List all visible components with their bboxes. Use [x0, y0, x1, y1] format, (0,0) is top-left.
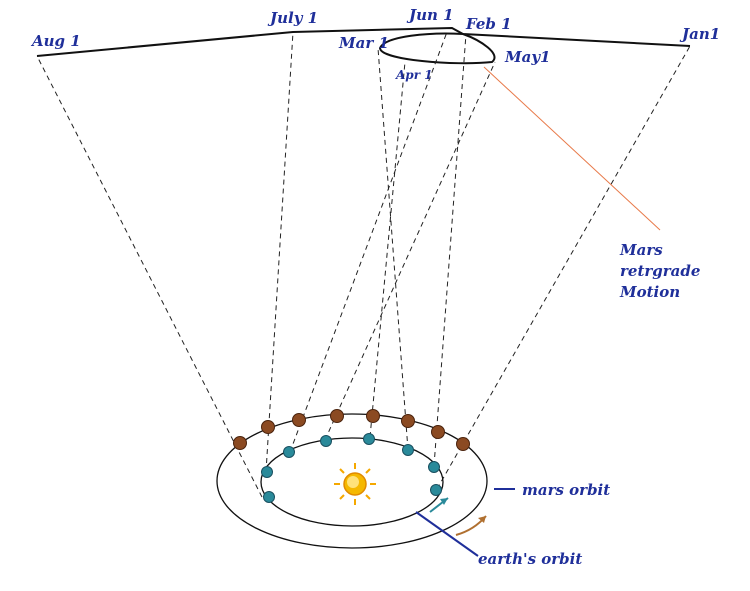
earth-planet-icon [320, 435, 332, 447]
annotation-line-2: retrgrade [620, 262, 700, 280]
mars-planet-icon [233, 436, 247, 450]
label-feb: Feb 1 [465, 15, 512, 33]
mars-direction-arrow [455, 515, 487, 536]
label-apr: Apr 1 [395, 68, 433, 82]
mars-orbit [216, 413, 488, 549]
label-jan: Jan1 [679, 25, 720, 43]
earth-orbit [260, 437, 444, 527]
annotation-line-1: Mars [619, 241, 663, 259]
sight-line-apr [369, 61, 406, 438]
label-mar: Mar 1 [338, 34, 389, 52]
earth-planet-icon [283, 446, 295, 458]
retrograde-loop [378, 32, 496, 65]
earth-planet-icon [261, 466, 273, 478]
sight-line-aug [36, 55, 263, 498]
earth-planet-icon [428, 461, 440, 473]
mars-planet-icon [431, 425, 445, 439]
label-may: May1 [504, 48, 550, 66]
mars-planet-icon [366, 409, 380, 423]
earth-direction-arrow [429, 497, 449, 513]
sky-path-line [36, 26, 691, 57]
earth-planet-icon [402, 444, 414, 456]
mars-planet-icon [330, 409, 344, 423]
sight-lines [36, 31, 691, 498]
earth-planet-icon [430, 484, 442, 496]
sight-line-may [324, 61, 496, 441]
mars-orbit-label: mars orbit [522, 481, 610, 499]
mars-planet-icon [456, 437, 470, 451]
mars-positions [233, 409, 470, 451]
earth-planet-icon [263, 491, 275, 503]
earth-planet-icon [363, 433, 375, 445]
label-aug: Aug 1 [30, 32, 81, 50]
annotation-line-3: Motion [619, 283, 680, 301]
sight-line-jan [436, 45, 691, 490]
mars-planet-icon [261, 420, 275, 434]
sight-line-july [265, 31, 294, 473]
sun-icon [334, 463, 376, 505]
earth-positions [261, 433, 442, 503]
sight-line-jun [289, 31, 448, 453]
sight-line-mar [377, 47, 409, 451]
mars-planet-icon [401, 414, 415, 428]
earth-orbit-pointer [415, 511, 479, 557]
earth-orbit-label: earth's orbit [478, 550, 582, 568]
mars-planet-icon [292, 413, 306, 427]
sight-line-feb [433, 33, 467, 467]
label-jun: Jun 1 [406, 6, 454, 24]
annotation-leader-line [483, 66, 661, 231]
label-july: July 1 [267, 9, 318, 27]
